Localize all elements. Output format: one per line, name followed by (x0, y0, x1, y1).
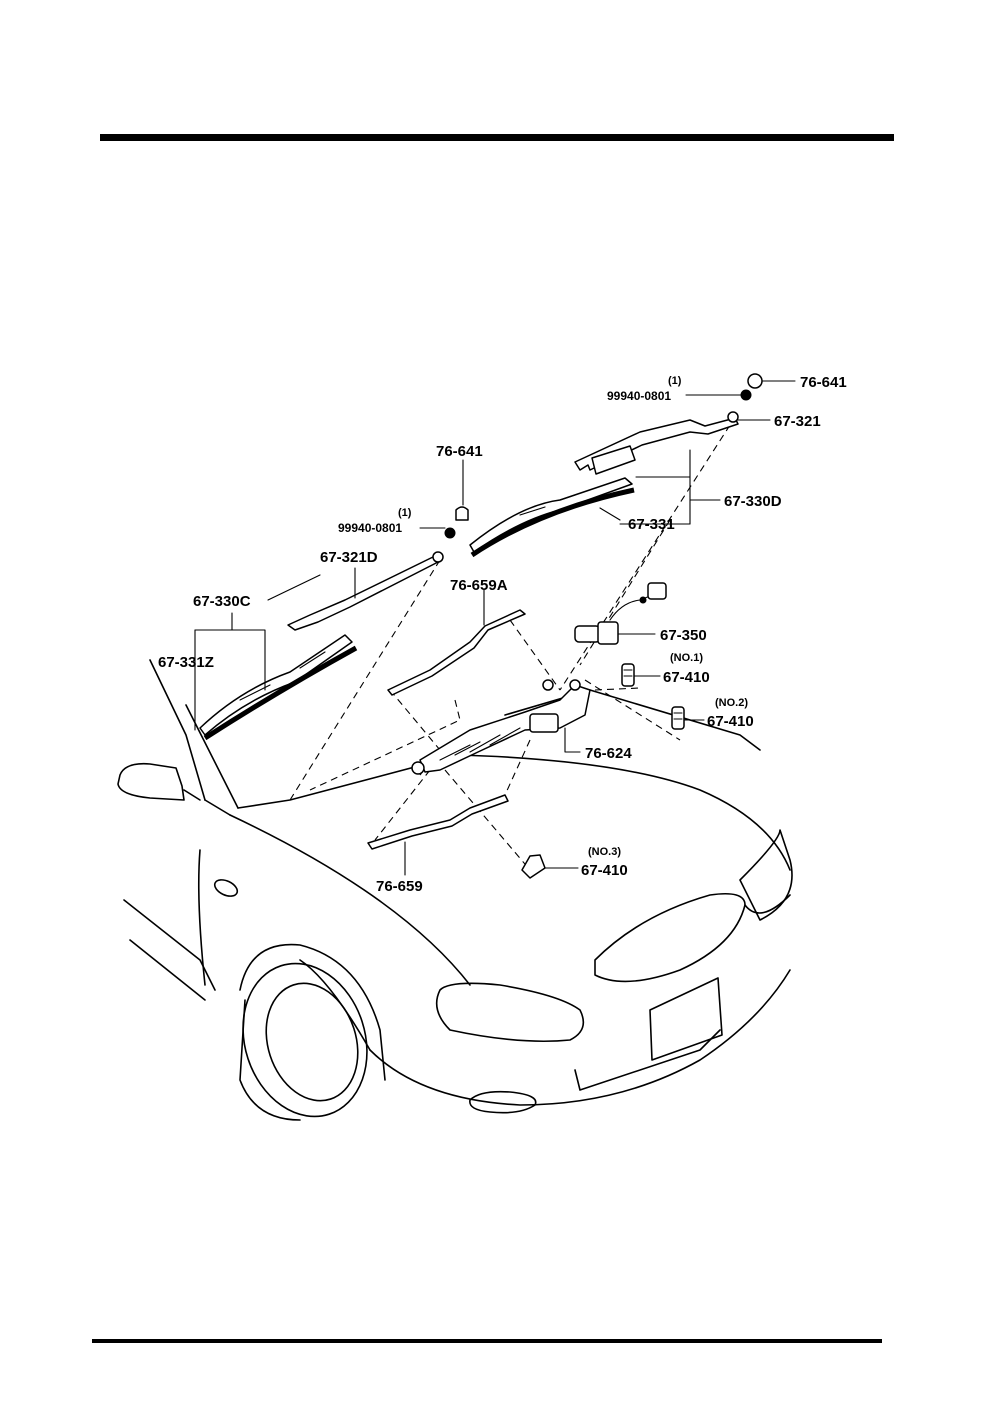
cap-right (747, 373, 763, 389)
wiper-linkage (411, 679, 591, 775)
bottom-rule (92, 1339, 882, 1343)
label-nozzle-no3-tag: (NO.3) (588, 846, 621, 858)
label-link-a: 76-659A (450, 577, 508, 594)
label-nut-left-qty: (1) (398, 507, 412, 519)
link-rod-a (387, 609, 526, 696)
label-blade-assy-right: 67-330D (724, 493, 782, 510)
label-nozzle-no2: 67-410 (707, 713, 754, 730)
label-nut-left-pn: 99940-0801 (338, 521, 402, 535)
wiper-arm-left (287, 551, 444, 631)
wiper-blade-left (199, 634, 358, 741)
label-blade-assy-left: 67-330C (193, 593, 251, 610)
label-nozzle-no3: 67-410 (581, 862, 628, 879)
label-nozzle-no1-tag: (NO.1) (670, 652, 703, 664)
label-nozzle-no2-tag: (NO.2) (715, 697, 748, 709)
label-nozzle-no1: 67-410 (663, 669, 710, 686)
washer-nozzle-no1 (621, 663, 635, 687)
leader-lines (194, 380, 796, 876)
label-motor: 67-350 (660, 627, 707, 644)
wiper-blade-right (469, 477, 635, 558)
label-blade-rubber-right: 67-331 (628, 516, 675, 533)
wiper-arm-right (574, 411, 739, 475)
link-rod (367, 794, 509, 850)
cap-left (455, 506, 469, 521)
washer-nozzle-no3 (521, 854, 546, 879)
label-linkage: 76-624 (585, 745, 632, 762)
top-rule (100, 134, 894, 141)
label-link: 76-659 (376, 878, 423, 895)
wiper-motor (574, 582, 667, 645)
label-cap-left: 76-641 (436, 443, 483, 460)
car-body-outline (117, 659, 793, 1121)
label-arm-right: 67-321 (774, 413, 821, 430)
nut-left (444, 527, 456, 539)
washer-nozzle-no2 (671, 706, 685, 730)
label-blade-rubber-left: 67-331Z (158, 654, 214, 671)
label-nut-right-pn: 99940-0801 (607, 389, 671, 403)
nut-right (740, 389, 752, 401)
label-arm-left: 67-321D (320, 549, 378, 566)
label-cap-right: 76-641 (800, 374, 847, 391)
assembly-dashed-lines (289, 424, 731, 871)
label-nut-right-qty: (1) (668, 375, 682, 387)
